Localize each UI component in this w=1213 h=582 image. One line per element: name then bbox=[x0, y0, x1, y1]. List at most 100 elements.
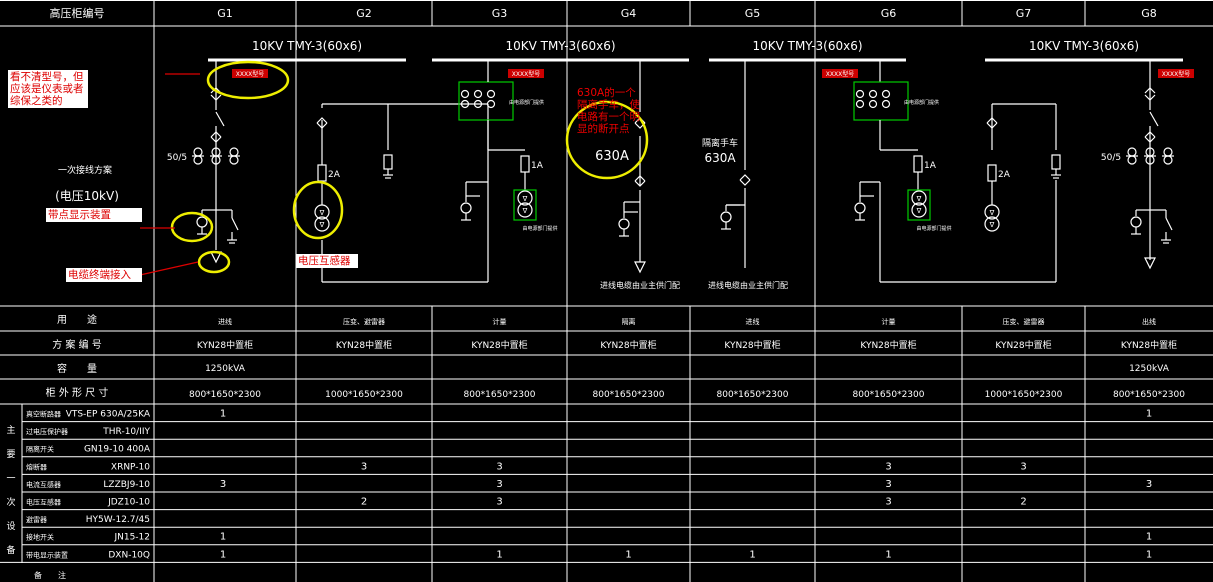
usage-cell: 压变、避雷器 bbox=[1003, 317, 1045, 326]
cabinet-id: G4 bbox=[621, 7, 637, 20]
ct-coil bbox=[1127, 155, 1137, 165]
annotation-live-display: 带点显示装置 bbox=[46, 208, 142, 222]
scheme-label: 一次接线方案 bbox=[58, 164, 112, 176]
equipment-model: DXN-10Q bbox=[108, 550, 150, 560]
earth-switch bbox=[231, 217, 239, 231]
pt-winding bbox=[314, 216, 330, 232]
pt-note: 由电源部门提供 bbox=[916, 225, 951, 232]
meter-coil bbox=[855, 89, 865, 99]
capacity-cell: 1250kVA bbox=[1129, 364, 1170, 374]
usage-cell: 压变、避雷器 bbox=[343, 317, 385, 326]
ct-coil bbox=[229, 147, 239, 157]
equipment-qty: 3 bbox=[1020, 461, 1026, 472]
equipment-model: JDZ10-10 bbox=[107, 498, 150, 508]
pt-mark: ∇ bbox=[989, 209, 995, 217]
meter-coil bbox=[473, 99, 483, 109]
size-cell: 800*1650*2300 bbox=[464, 390, 536, 400]
equipment-qty: 3 bbox=[361, 461, 367, 472]
cable-note: 进线电缆由业主供门配 bbox=[600, 280, 680, 290]
trolley-label: 隔离手车 bbox=[702, 137, 738, 149]
group-char: 主 bbox=[6, 424, 15, 436]
metering-box bbox=[458, 81, 514, 121]
ct-coil bbox=[1163, 147, 1173, 157]
trolley-contact bbox=[1144, 87, 1156, 94]
breaker bbox=[215, 111, 225, 127]
equipment-model: THR-10/IIY bbox=[102, 427, 150, 437]
annotation-cable-terminal: 电缆终端接入 bbox=[66, 268, 142, 282]
busbar-label: 10KV TMY-3(60x6) bbox=[505, 39, 615, 53]
usage-cell: 计量 bbox=[882, 317, 896, 326]
size-cell: 800*1650*2300 bbox=[853, 390, 925, 400]
pt-mark: ∇ bbox=[319, 209, 325, 217]
equipment-qty: 2 bbox=[361, 497, 367, 508]
pt-winding bbox=[517, 202, 533, 218]
fuse bbox=[987, 164, 997, 182]
pt-note: 由电源部门提供 bbox=[522, 225, 557, 232]
pt-winding bbox=[314, 204, 330, 220]
meter-coil bbox=[486, 99, 496, 109]
live-display bbox=[196, 216, 208, 228]
cabinet-id: G8 bbox=[1141, 7, 1157, 20]
size-cell: 800*1650*2300 bbox=[189, 390, 261, 400]
live-display bbox=[854, 202, 866, 214]
trolley-contact bbox=[316, 122, 328, 129]
pt-box bbox=[907, 189, 931, 221]
equipment-qty: 1 bbox=[496, 549, 502, 560]
remark-label: 备 注 bbox=[34, 570, 66, 580]
equipment-qty: 1 bbox=[625, 549, 631, 560]
equipment-qty: 1 bbox=[220, 532, 226, 543]
trolley-contact bbox=[210, 131, 222, 138]
cabinet-id: G5 bbox=[745, 7, 761, 20]
equipment-qty: 1 bbox=[1146, 532, 1152, 543]
trolley-contact bbox=[1144, 94, 1156, 101]
ct-coil bbox=[193, 155, 203, 165]
highlight-circle bbox=[170, 211, 214, 243]
fuse-rating: 2A bbox=[998, 170, 1011, 180]
size-cell: 1000*1650*2300 bbox=[325, 390, 403, 400]
group-char: 要 bbox=[6, 449, 15, 460]
equipment-name: 避雷器 bbox=[26, 515, 47, 524]
trolley-contact bbox=[986, 122, 998, 129]
usage-cell: 出线 bbox=[1142, 317, 1156, 326]
trolley-contact bbox=[986, 117, 998, 124]
cabinet-id: G3 bbox=[492, 7, 508, 20]
trolley-rating: 630A bbox=[595, 149, 629, 164]
metering-box bbox=[853, 81, 909, 121]
breaker bbox=[1149, 111, 1159, 127]
meter-coil bbox=[868, 99, 878, 109]
scheme-cell: KYN28中置柜 bbox=[600, 339, 656, 351]
group-char: 备 bbox=[6, 544, 15, 556]
ct-coil bbox=[193, 147, 203, 157]
row-label: 容 量 bbox=[57, 362, 97, 375]
equipment-qty: 3 bbox=[885, 479, 891, 490]
trolley-contact bbox=[634, 175, 646, 182]
meter-coil bbox=[486, 89, 496, 99]
fuse-rating: 1A bbox=[531, 161, 544, 171]
ct-coil bbox=[1127, 147, 1137, 157]
cable-terminal bbox=[634, 261, 646, 274]
usage-cell: 计量 bbox=[493, 317, 507, 326]
equipment-name: 隔离开关 bbox=[26, 445, 54, 454]
equipment-name: 过电压保护器 bbox=[26, 427, 68, 436]
equipment-qty: 2 bbox=[1020, 497, 1026, 508]
equipment-name: 接地开关 bbox=[26, 533, 54, 542]
trolley-contact bbox=[739, 179, 751, 186]
equipment-qty: 3 bbox=[496, 461, 502, 472]
cabinet-id: G7 bbox=[1016, 7, 1032, 20]
trolley-contact bbox=[1144, 136, 1156, 143]
group-char: 设 bbox=[6, 521, 15, 532]
fuse bbox=[913, 155, 923, 173]
meter-note: 由电源部门提供 bbox=[509, 99, 544, 106]
fuse-rating: 2A bbox=[328, 170, 341, 180]
row-label: 柜 外 形 尺 寸 bbox=[46, 386, 109, 399]
group-char: 一 bbox=[6, 474, 15, 484]
fuse bbox=[317, 164, 327, 182]
trolley-contact bbox=[1144, 131, 1156, 138]
highlight-circle bbox=[565, 100, 649, 180]
pt-winding bbox=[984, 204, 1000, 220]
pt-winding bbox=[984, 216, 1000, 232]
live-display bbox=[720, 211, 732, 223]
equipment-qty: 1 bbox=[1146, 409, 1152, 420]
